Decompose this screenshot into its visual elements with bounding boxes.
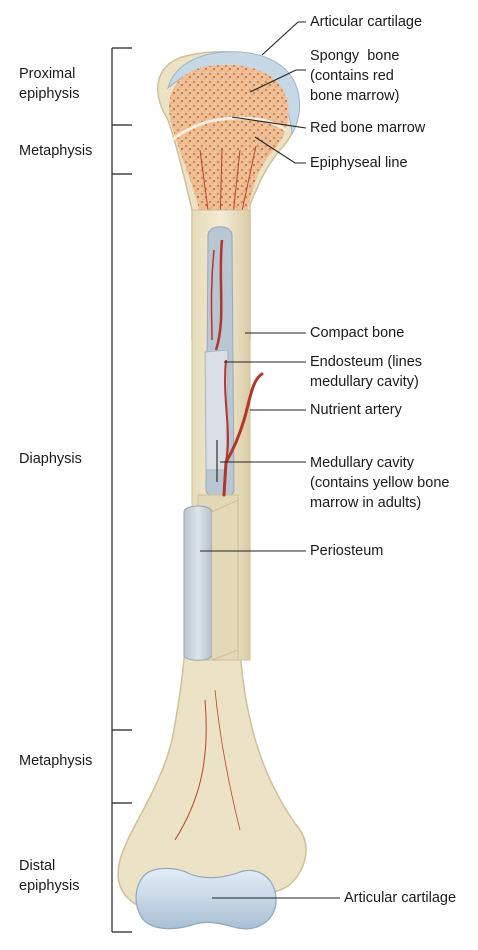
label-metaphysis-upper: Metaphysis <box>19 143 93 159</box>
region-brackets <box>111 47 132 933</box>
label-red-bone-marrow: Red bone marrow <box>310 120 426 136</box>
leader-lines <box>200 21 340 899</box>
label-periosteum: Periosteum <box>310 543 384 559</box>
label-nutrient-artery: Nutrient artery <box>310 402 402 418</box>
label-articular-cartilage-bottom: Articular cartilage <box>344 890 457 906</box>
label-epiphyseal-line: Epiphyseal line <box>310 155 408 171</box>
distal-cartilage <box>135 867 277 930</box>
spongy-bone-area <box>169 64 289 225</box>
nutrient-artery-vessel <box>222 372 264 497</box>
label-articular-cartilage-top: Articular cartilage <box>310 14 423 30</box>
label-diaphysis: Diaphysis <box>19 451 82 467</box>
periosteum-sleeve <box>183 505 213 661</box>
label-metaphysis-lower: Metaphysis <box>19 753 93 769</box>
label-compact-bone: Compact bone <box>310 325 405 341</box>
epiphyseal-line-curve <box>171 116 287 142</box>
